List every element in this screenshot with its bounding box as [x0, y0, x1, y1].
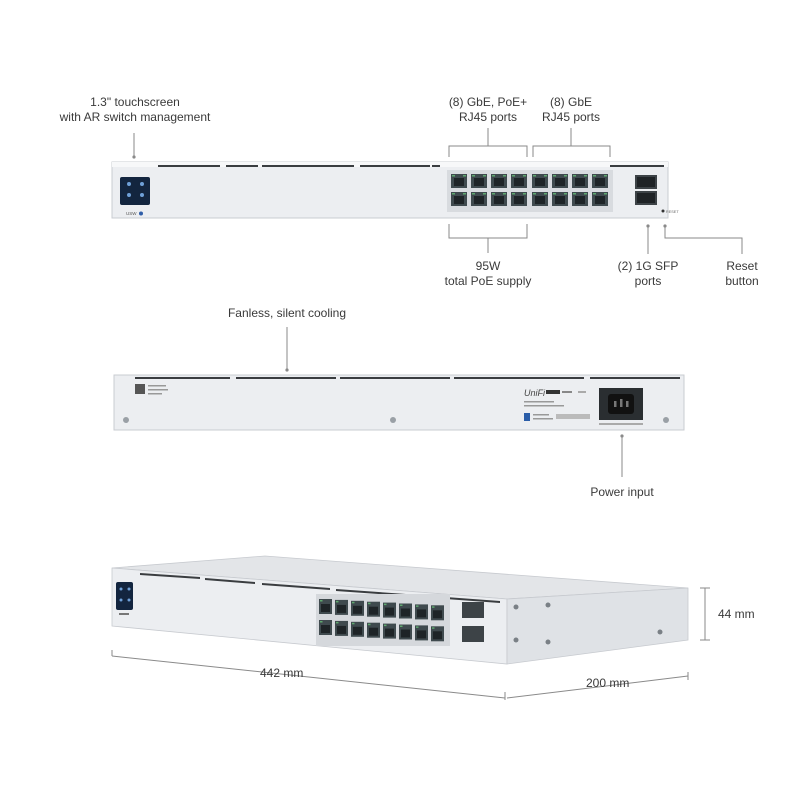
iso-rj45-port — [399, 603, 412, 619]
poe-ports-callout: (8) GbE, PoE+ RJ45 ports — [428, 95, 548, 125]
callout-dots — [132, 155, 667, 228]
front-vent-slots — [158, 165, 664, 167]
iso-rj45-port — [351, 621, 364, 637]
panel-label: USW — [126, 211, 137, 216]
rj45-port[interactable] — [572, 174, 588, 188]
sfp-label-line-1: (2) 1G SFP — [617, 259, 679, 273]
dimension-lines — [111, 587, 710, 700]
iso-rj45-port — [367, 622, 380, 638]
rj45-port[interactable] — [471, 192, 487, 206]
iso-rj45-port — [399, 624, 412, 640]
sfp-callout: (2) 1G SFP ports — [598, 259, 698, 289]
iso-rj45-port — [351, 600, 364, 616]
qr-code — [135, 384, 145, 394]
iso-rj45-port — [367, 601, 380, 617]
rj45-port[interactable] — [451, 192, 467, 206]
front-view-switch: USW RESET — [111, 161, 679, 219]
iso-rj45-ports — [319, 599, 444, 642]
poe-supply-label-line-1: 95W — [475, 259, 501, 273]
rear-view-switch: UniFi — [113, 374, 685, 431]
iso-rj45-port — [335, 599, 348, 615]
rj45-port[interactable] — [511, 174, 527, 188]
iso-rj45-port — [383, 602, 396, 618]
iso-rj45-port — [431, 605, 444, 621]
isometric-view-switch — [111, 555, 689, 665]
poe-supply-callout: 95W total PoE supply — [428, 259, 548, 289]
cooling-label: Fanless, silent cooling — [227, 306, 347, 320]
rear-vent-slots — [135, 377, 680, 379]
reset-button-icon[interactable] — [661, 209, 665, 213]
iso-rj45-port — [431, 626, 444, 642]
iso-rj45-port — [319, 599, 332, 614]
touchscreen-display[interactable] — [120, 177, 150, 205]
rear-callout-lines — [286, 327, 623, 477]
reset-text: RESET — [666, 210, 679, 214]
rj45-port[interactable] — [552, 174, 568, 188]
rear-screws — [123, 417, 669, 423]
brand-label: UniFi — [524, 388, 546, 398]
front-sfp-ports — [635, 175, 657, 205]
rj45-port[interactable] — [491, 174, 507, 188]
poe-supply-label-line-2: total PoE supply — [444, 274, 532, 288]
iso-side-screws — [513, 602, 663, 645]
poe-ports-label-line-1: (8) GbE, PoE+ — [448, 95, 528, 109]
iso-touchscreen — [116, 582, 133, 610]
gbe-ports-label-line-2: RJ45 ports — [541, 110, 601, 124]
rj45-port[interactable] — [491, 192, 507, 206]
poe-ports-label-line-2: RJ45 ports — [458, 110, 518, 124]
front-callout-lines — [133, 128, 743, 254]
reset-label-line-1: Reset — [726, 259, 758, 273]
height-dimension-label: 44 mm — [718, 607, 755, 621]
reset-label-line-2: button — [725, 274, 759, 288]
rj45-port[interactable] — [451, 174, 467, 188]
gbe-ports-callout: (8) GbE RJ45 ports — [521, 95, 621, 125]
width-dimension-label: 442 mm — [260, 666, 304, 680]
front-rj45-ports — [451, 174, 608, 206]
rj45-port[interactable] — [532, 192, 548, 206]
rj45-port[interactable] — [532, 174, 548, 188]
power-input-label: Power input — [590, 485, 654, 499]
iso-rj45-port — [383, 623, 396, 639]
reset-callout: Reset button — [702, 259, 782, 289]
touchscreen-label-line-2: with AR switch management — [59, 110, 211, 124]
gbe-ports-label-line-1: (8) GbE — [549, 95, 592, 109]
power-inlet[interactable] — [599, 388, 643, 420]
rj45-port[interactable] — [592, 174, 608, 188]
rj45-port[interactable] — [592, 192, 608, 206]
iso-rj45-port — [335, 620, 348, 636]
rj45-port[interactable] — [552, 192, 568, 206]
iso-rj45-port — [415, 625, 428, 641]
touchscreen-callout: 1.3" touchscreen with AR switch manageme… — [52, 95, 218, 125]
touchscreen-label-line-1: 1.3" touchscreen — [90, 95, 180, 109]
rj45-port[interactable] — [572, 192, 588, 206]
depth-dimension-label: 200 mm — [586, 676, 630, 690]
rj45-port[interactable] — [511, 192, 527, 206]
rj45-port[interactable] — [471, 174, 487, 188]
iso-rj45-port — [415, 604, 428, 620]
sfp-label-line-2: ports — [634, 274, 662, 288]
iso-rj45-port — [319, 620, 332, 635]
